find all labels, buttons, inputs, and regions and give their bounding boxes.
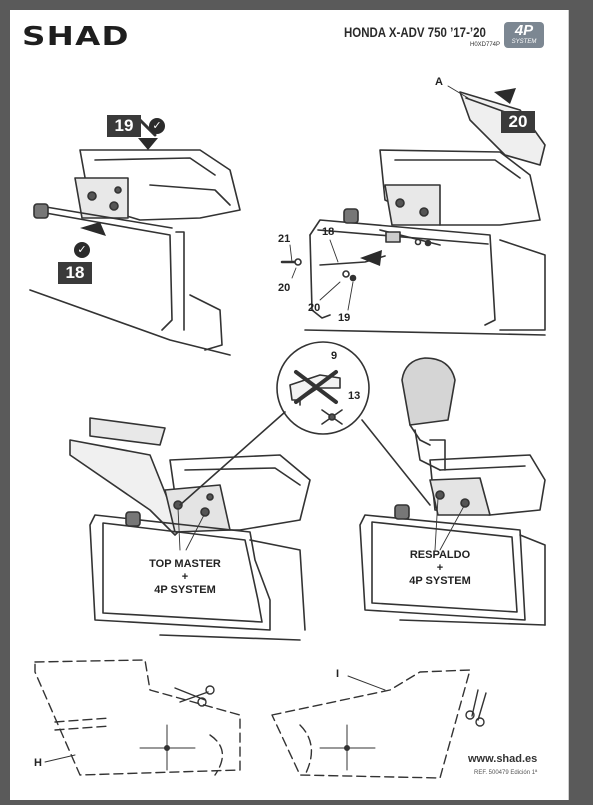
panel-step-18-19: [29, 118, 241, 356]
callout-13: 13: [348, 390, 361, 402]
callout-a: A: [435, 76, 443, 88]
leader-lines: [177, 85, 469, 551]
cutting-templates: [34, 659, 471, 779]
check-icon: ✓: [149, 118, 165, 134]
callout-18: 18: [322, 226, 335, 238]
callout-20: 20: [278, 282, 291, 294]
respaldo-caption: RESPALDO + 4P SYSTEM: [400, 549, 480, 588]
caption-line: TOP MASTER: [149, 558, 221, 570]
template-crosshairs: [44, 675, 386, 771]
callout-9: 9: [331, 350, 338, 362]
caption-line: +: [436, 562, 444, 574]
caption-line: +: [181, 571, 189, 583]
step-20-box: 20: [501, 111, 535, 133]
caption-line: 4P SYSTEM: [409, 575, 471, 587]
website-url: www.shad.es: [468, 753, 538, 765]
caption-line: RESPALDO: [409, 549, 471, 561]
check-icon: ✓: [74, 242, 90, 258]
callout-i: I: [336, 668, 340, 680]
direction-arrows: [80, 88, 516, 266]
model-title: HONDA X-ADV 750 ’17-’20: [344, 24, 486, 40]
scissors-markers: [174, 685, 487, 727]
shad-logo: SHAD: [22, 22, 130, 52]
callout-h: H: [34, 757, 42, 769]
panel-respaldo: [359, 357, 546, 626]
callout-19: 19: [338, 312, 351, 324]
badge-sub-text: SYSTEM: [511, 39, 537, 45]
top-master-caption: TOP MASTER + 4P SYSTEM: [145, 558, 225, 597]
step-19-box: 19: [107, 115, 141, 137]
detail-magnifier: [179, 341, 431, 506]
4p-system-badge: 4P SYSTEM: [504, 22, 544, 48]
reference-code: REF. 500479 Edición 1ª: [474, 770, 538, 776]
caption-line: 4P SYSTEM: [154, 584, 216, 596]
callout-21: 21: [278, 233, 291, 245]
model-code: H0XD774P: [470, 42, 501, 48]
callout-20: 20: [308, 302, 321, 314]
badge-main-text: 4P: [514, 22, 534, 39]
step-18-box: 18: [58, 262, 92, 284]
panel-top-master: [69, 417, 311, 641]
